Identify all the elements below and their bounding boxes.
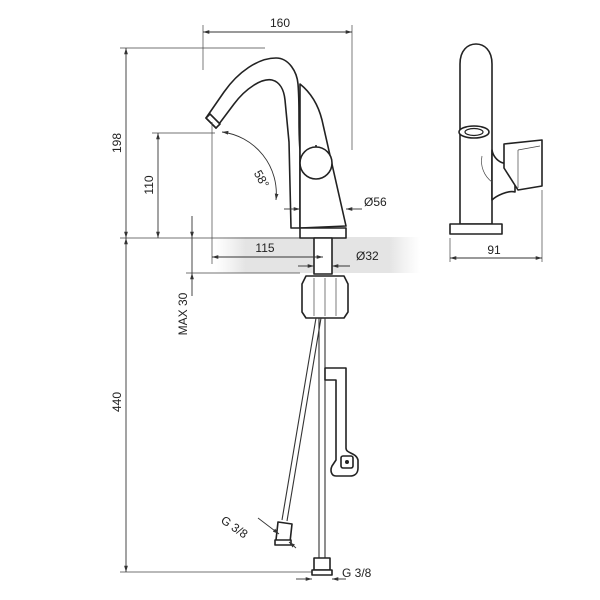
label-hose-length: 440 [110,392,124,412]
faucet-body [205,57,301,229]
label-width-total: 160 [270,16,290,30]
side-lever [491,149,516,201]
label-thread-right: G 3/8 [342,566,372,580]
label-body-diameter: Ø56 [364,195,387,209]
dimension-height-total: 198 [110,47,265,238]
faucet-front-view [205,57,349,319]
faucet-base [299,227,347,239]
hose-fitting-right [313,557,331,571]
side-base [449,223,503,235]
lever-handle [299,146,333,180]
label-side-depth: 91 [487,243,501,257]
hose-fitting-left [275,521,293,543]
faucet-shank [313,237,333,275]
dimension-spout-height: 110 [142,132,215,238]
dimension-thread-right: G 3/8 [296,566,372,581]
supply-hoses [274,317,359,576]
label-spout-height: 110 [142,175,156,194]
dimension-body-diameter: Ø56 [284,195,387,211]
dimension-max-deck: MAX 30 [176,216,300,335]
dimension-hose-length: 440 [110,238,312,573]
dimension-reach: 115 [211,200,323,264]
label-height-total: 198 [110,133,124,153]
label-max-deck: MAX 30 [176,292,190,335]
label-shank-diameter: Ø32 [356,249,379,263]
dimension-width-total: 160 [202,16,353,150]
dimension-side-depth: 91 [449,190,543,262]
label-reach: 115 [255,241,274,255]
label-angle: 58° [251,168,272,191]
faucet-side-view [449,43,543,235]
spout-aerator [205,113,221,129]
hose-clip [324,367,359,477]
dimension-shank-diameter: Ø32 [298,249,379,268]
label-thread-left: G 3/8 [218,513,250,541]
dimension-angle: 58° [211,122,279,201]
